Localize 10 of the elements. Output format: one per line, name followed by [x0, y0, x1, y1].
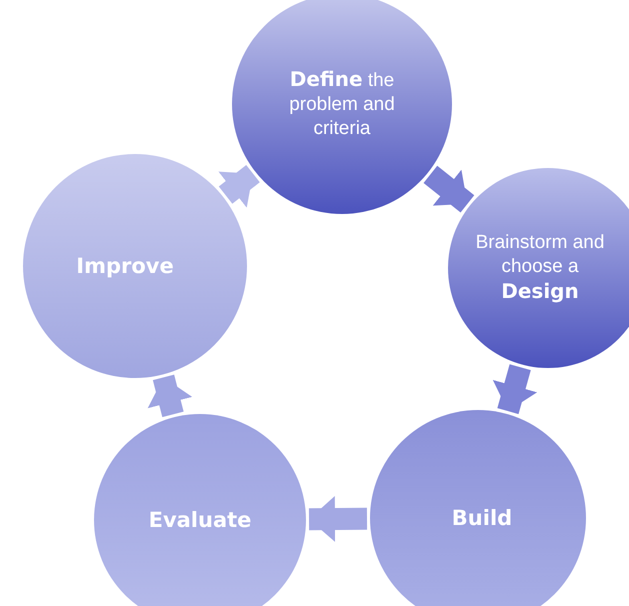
block-arrow: [308, 496, 368, 542]
step-label: Evaluate: [148, 506, 252, 534]
step-label: Build: [452, 504, 512, 532]
block-arrow: [492, 364, 538, 414]
step-label: Brainstorm and choose a Design: [474, 231, 606, 305]
block-arrow: [424, 166, 474, 212]
block-arrow: [218, 165, 260, 208]
step-label: Improve: [76, 252, 174, 280]
block-arrow: [148, 374, 192, 418]
step-label: Define the problem and criteria: [288, 67, 396, 141]
